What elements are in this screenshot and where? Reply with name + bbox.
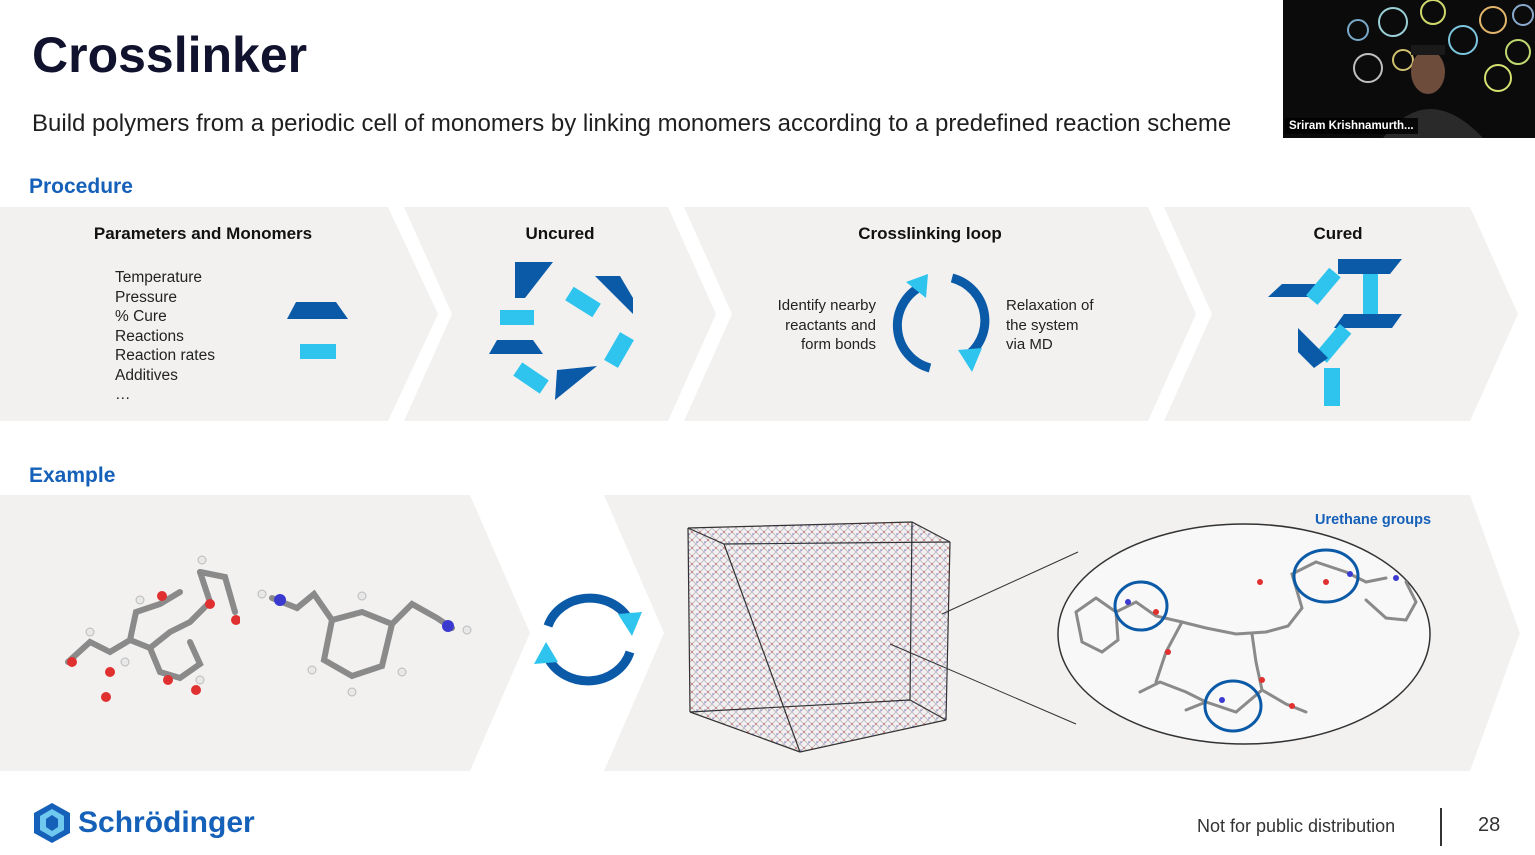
participant-video-tile[interactable]: Sriram Krishnamurth...	[1283, 0, 1535, 138]
parameter-item: Reactions	[115, 327, 184, 345]
parameter-item: Pressure	[115, 288, 178, 306]
monomer-icon	[287, 302, 348, 359]
procedure-label: Procedure	[29, 175, 133, 198]
monomer-molecule-1	[65, 555, 240, 702]
cycle-arrows-icon	[892, 273, 990, 373]
step-title-parameters: Parameters and Monomers	[93, 224, 313, 243]
parameter-item: Additives	[115, 366, 178, 384]
participant-name: Sriram Krishnamurth...	[1285, 118, 1418, 134]
participant-video-feed	[1283, 0, 1535, 138]
zoom-connector-lines	[889, 551, 1079, 725]
uncured-monomers-icon	[489, 262, 634, 400]
simulation-cell-box	[687, 521, 951, 753]
loop-right-text: Relaxation of the system via MD	[1006, 297, 1094, 353]
parameter-item: Temperature	[115, 269, 203, 286]
footer-divider	[1440, 808, 1442, 846]
parameter-item: % Cure	[115, 308, 167, 325]
procedure-band	[0, 207, 1535, 421]
example-label: Example	[29, 464, 116, 487]
parameter-item: Reaction rates	[115, 347, 215, 364]
schrodinger-logo-text: Schrödinger	[78, 806, 255, 839]
page-number: 28	[1478, 814, 1501, 836]
step-title-crosslinking-loop: Crosslinking loop	[858, 224, 1002, 243]
step-title-uncured: Uncured	[525, 224, 595, 243]
monomer-molecule-2	[257, 589, 472, 697]
footer-note: Not for public distribution	[1197, 816, 1396, 836]
loop-left-text: Identify nearby reactants and form bonds	[777, 297, 876, 353]
urethane-zoom-view	[1057, 523, 1431, 745]
procedure-chevrons	[0, 207, 1518, 421]
step-title-cured: Cured	[1313, 224, 1363, 243]
schrodinger-logo-icon	[34, 803, 70, 843]
cured-network-icon	[1268, 259, 1402, 406]
slide-subtitle: Build polymers from a periodic cell of m…	[32, 110, 1232, 137]
urethane-groups-label: Urethane groups	[1315, 512, 1432, 528]
parameter-list: Temperature Pressure % Cure Reactions Re…	[115, 268, 215, 405]
example-cycle-icon	[534, 593, 642, 686]
parameter-item: …	[115, 386, 131, 403]
slide-title: Crosslinker	[32, 27, 308, 83]
